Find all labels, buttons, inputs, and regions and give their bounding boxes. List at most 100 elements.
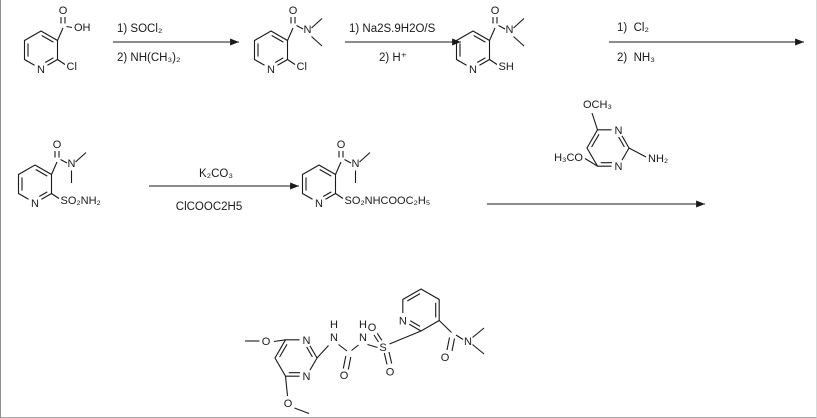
ring-nitrogen-label: N bbox=[37, 64, 45, 76]
bond bbox=[273, 339, 286, 343]
bond bbox=[279, 344, 288, 358]
carbonyl-oxygen-label: O bbox=[337, 139, 346, 151]
ring-nitrogen-label: N bbox=[303, 335, 311, 347]
amide-nitrogen-label: N bbox=[68, 158, 76, 170]
bond bbox=[455, 334, 464, 340]
methyl-bond bbox=[513, 36, 525, 47]
bond bbox=[306, 346, 313, 358]
bond bbox=[35, 169, 48, 177]
hydroxyl-label: OH bbox=[74, 22, 91, 34]
urea-oxygen-label: O bbox=[340, 370, 349, 382]
methyl-bond bbox=[513, 18, 525, 29]
sulfonyl-oxygen-label: O bbox=[368, 322, 377, 334]
bond bbox=[38, 191, 48, 197]
bond bbox=[373, 334, 379, 343]
reagent-below-step4: ClCOOC2H5 bbox=[176, 201, 242, 213]
label-mask bbox=[395, 313, 411, 328]
sulfamoyl-nh-hydrogen-label: H bbox=[359, 319, 367, 331]
bond bbox=[407, 293, 421, 302]
bond bbox=[319, 169, 332, 177]
reagent-above-step2: 1) Na2S.9H2O/S bbox=[349, 23, 436, 35]
bond bbox=[44, 57, 54, 63]
label-mask bbox=[611, 159, 626, 174]
bond bbox=[41, 35, 54, 43]
bond bbox=[388, 351, 393, 364]
bond bbox=[335, 193, 344, 199]
methoxy-oxygen-label: O bbox=[284, 398, 293, 410]
reagent-below-step3: 2) NH₃ bbox=[617, 52, 655, 64]
bond bbox=[51, 193, 60, 199]
urea-nh-hydrogen-label: H bbox=[330, 319, 338, 331]
methyl-bond bbox=[294, 407, 310, 415]
bond bbox=[342, 355, 347, 369]
carbonyl-oxygen-label: O bbox=[289, 5, 298, 17]
ring-nitrogen-label: N bbox=[315, 198, 323, 210]
methyl-bond bbox=[311, 36, 323, 47]
amide-nitrogen-label: N bbox=[464, 336, 472, 348]
sulfamoyl-nitrogen-label: N bbox=[359, 332, 367, 344]
label-mask bbox=[311, 195, 327, 211]
ring-nitrogen-label: N bbox=[31, 198, 39, 210]
bond bbox=[409, 320, 421, 327]
methoxy-oxygen-label: O bbox=[262, 336, 271, 348]
urea-nitrogen-label: N bbox=[330, 332, 338, 344]
bond bbox=[322, 191, 332, 197]
bond bbox=[338, 344, 348, 352]
label-mask bbox=[611, 122, 626, 137]
bond bbox=[347, 356, 352, 370]
label-mask bbox=[299, 332, 314, 347]
bond bbox=[383, 352, 388, 365]
reagent-below-step2: 2) H⁺ bbox=[379, 52, 407, 64]
reagent-above-step3: 1) Cl₂ bbox=[617, 22, 649, 34]
bond bbox=[271, 35, 284, 43]
methoxy-label-left: H₃CO bbox=[554, 152, 583, 164]
ring-nitrogen-label: N bbox=[469, 64, 477, 76]
sulfur-label: S bbox=[379, 342, 386, 354]
molecule-sulfonylurea-product: N N O O H N O H N S O O N bbox=[245, 288, 485, 415]
sulfonamide-label: SO₂NH₂ bbox=[61, 195, 101, 207]
bond bbox=[438, 320, 452, 333]
molecule-chloro-dimethylamide: N Cl O N bbox=[253, 5, 323, 77]
reagent-aminopyrimidine: N N OCH₃ H₃CO NH₂ bbox=[554, 99, 668, 174]
amide-nitrogen-label: N bbox=[304, 24, 312, 36]
bond bbox=[498, 25, 506, 30]
bond bbox=[50, 161, 58, 175]
bond bbox=[284, 376, 289, 397]
thiol-label: SH bbox=[499, 61, 514, 73]
bond bbox=[591, 134, 600, 148]
chloro-label: Cl bbox=[297, 61, 307, 73]
bond bbox=[446, 337, 451, 351]
bond bbox=[488, 27, 496, 41]
sulfonyl-oxygen-label: O bbox=[386, 367, 395, 379]
bond bbox=[60, 159, 68, 164]
amide-nitrogen-label: N bbox=[506, 24, 514, 36]
bond bbox=[56, 27, 64, 41]
arrow-step-2: 1) Na2S.9H2O/S 2) H⁺ bbox=[345, 23, 461, 64]
bond bbox=[389, 330, 422, 345]
bond bbox=[489, 59, 498, 65]
methyl-bond bbox=[311, 18, 323, 29]
molecule-mercapto-dimethylamide: N SH O N bbox=[455, 5, 525, 77]
bond bbox=[476, 57, 486, 63]
molecule-sulfonamide: N SO₂NH₂ O N bbox=[17, 139, 101, 211]
methyl-bond bbox=[75, 152, 87, 163]
carbonyl-oxygen-label: O bbox=[53, 139, 62, 151]
bond bbox=[628, 147, 647, 158]
methyl-bond bbox=[472, 344, 485, 355]
ring-nitrogen-label: N bbox=[615, 161, 623, 173]
pyridine-ring bbox=[402, 288, 440, 332]
methyl-bond bbox=[472, 327, 485, 338]
ring-nitrogen-label: N bbox=[303, 371, 311, 383]
label-mask bbox=[263, 61, 279, 77]
methyl-bond bbox=[359, 152, 371, 163]
bond bbox=[367, 343, 378, 349]
amino-label: NH₂ bbox=[648, 153, 668, 165]
ring-nitrogen-label: N bbox=[267, 64, 275, 76]
amide-nitrogen-label: N bbox=[352, 158, 360, 170]
bond bbox=[351, 344, 359, 351]
arrow-step-1: 1) SOCl₂ 2) NH(CH₃)₂ bbox=[113, 23, 239, 64]
methoxy-label-top: OCH₃ bbox=[583, 99, 612, 111]
molecule-2-chloronicotinic-acid: N Cl O OH bbox=[23, 5, 91, 77]
label-mask bbox=[33, 61, 49, 77]
